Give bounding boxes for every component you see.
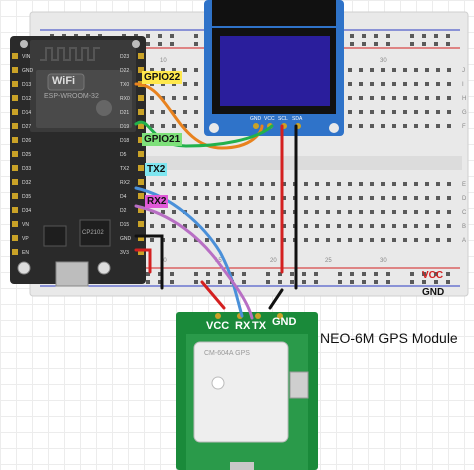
esp32-pin-left: D26 bbox=[22, 138, 31, 144]
esp32-pin-right: TX2 bbox=[120, 166, 129, 172]
esp32-pin-right: TX0 bbox=[120, 82, 129, 88]
row-letter: E bbox=[462, 182, 466, 188]
oled-pin-label: SDA bbox=[292, 116, 303, 122]
oled-pin-label: GND bbox=[250, 116, 262, 122]
esp32-pin-left: D35 bbox=[22, 194, 31, 200]
rx2-wire bbox=[134, 204, 254, 320]
col-number: 20 bbox=[270, 258, 277, 264]
gpio22-label: GPIO22 bbox=[142, 71, 183, 84]
oled-pin-label: VCC bbox=[264, 116, 275, 122]
gps-module bbox=[176, 312, 318, 470]
esp32-pin-right: RX0 bbox=[120, 96, 130, 102]
row-letter: B bbox=[462, 224, 466, 230]
esp32-pin-right: D4 bbox=[120, 194, 127, 200]
gps-gnd-pin: GND bbox=[272, 316, 297, 328]
esp32-pin-right: D19 bbox=[120, 124, 129, 130]
row-letter: C bbox=[462, 210, 467, 216]
wifi-logo: WiFi bbox=[52, 75, 76, 87]
gps-title: NEO-6M GPS Module bbox=[320, 330, 458, 346]
esp32-pin-left: D25 bbox=[22, 152, 31, 158]
vcc-rail-label: VCC bbox=[422, 270, 444, 281]
row-letter: D bbox=[462, 196, 467, 202]
gps-gnd-wire bbox=[268, 288, 284, 310]
esp32-pin-right: D23 bbox=[120, 54, 129, 60]
gps-vcc-pin: VCC bbox=[206, 320, 230, 332]
row-letter: A bbox=[462, 238, 466, 244]
row-letter: H bbox=[462, 96, 466, 102]
esp32-pin-left: VIN bbox=[22, 54, 31, 60]
esp32-pin-right: D22 bbox=[120, 68, 129, 74]
col-number: 10 bbox=[160, 258, 167, 264]
esp32-pin-left: D27 bbox=[22, 124, 31, 130]
tx2-label: TX2 bbox=[145, 163, 168, 176]
col-number: 25 bbox=[325, 258, 332, 264]
esp-3v3-wire bbox=[134, 248, 152, 274]
esp32-pin-right: RX2 bbox=[120, 180, 130, 186]
row-letter: G bbox=[462, 110, 467, 116]
antenna-text: CM-604A GPS bbox=[204, 350, 250, 357]
row-letter: I bbox=[462, 82, 464, 88]
gpio21-wire bbox=[134, 120, 274, 148]
gpio21-label: GPIO21 bbox=[142, 133, 183, 146]
gnd-rail-label: GND bbox=[422, 287, 445, 298]
col-number: 30 bbox=[380, 58, 387, 64]
esp32-pin-right: D5 bbox=[120, 152, 127, 158]
row-letter: F bbox=[462, 124, 466, 130]
rx2-label: RX2 bbox=[145, 195, 169, 208]
gps-tx-pin: TX bbox=[252, 320, 267, 332]
esp32-pin-left: GND bbox=[22, 68, 34, 74]
esp32-pin-left: D13 bbox=[22, 82, 31, 88]
oled-pin-label: SCL bbox=[278, 116, 288, 122]
esp32-pin-left: D14 bbox=[22, 110, 31, 116]
esp32-pin-left: D32 bbox=[22, 180, 31, 186]
col-number: 10 bbox=[160, 58, 167, 64]
esp32-pin-right: D18 bbox=[120, 138, 129, 144]
esp32-pin-right: D21 bbox=[120, 110, 129, 116]
esp32-pin-right: D15 bbox=[120, 222, 129, 228]
esp32-pin-left: EN bbox=[22, 250, 29, 256]
esp32-pin-left: D34 bbox=[22, 208, 31, 214]
gps-vcc-wire bbox=[200, 280, 226, 310]
esp32-pin-right: GND bbox=[120, 236, 132, 242]
col-number: 30 bbox=[380, 258, 387, 264]
esp32-pin-left: D33 bbox=[22, 166, 31, 172]
esp32-pin-left: D12 bbox=[22, 96, 31, 102]
gps-rx-pin: RX bbox=[235, 320, 251, 332]
esp32-pin-left: VP bbox=[22, 236, 29, 242]
esp32-module-text: ESP-WROOM-32 bbox=[44, 93, 99, 100]
esp32-pin-right: D2 bbox=[120, 208, 127, 214]
esp32-pin-left: VN bbox=[22, 222, 29, 228]
row-letter: J bbox=[462, 68, 465, 74]
esp32-pin-right: 3V3 bbox=[120, 250, 129, 256]
usb-chip-text: CP2102 bbox=[82, 230, 104, 236]
esp-gnd-wire bbox=[134, 234, 164, 290]
